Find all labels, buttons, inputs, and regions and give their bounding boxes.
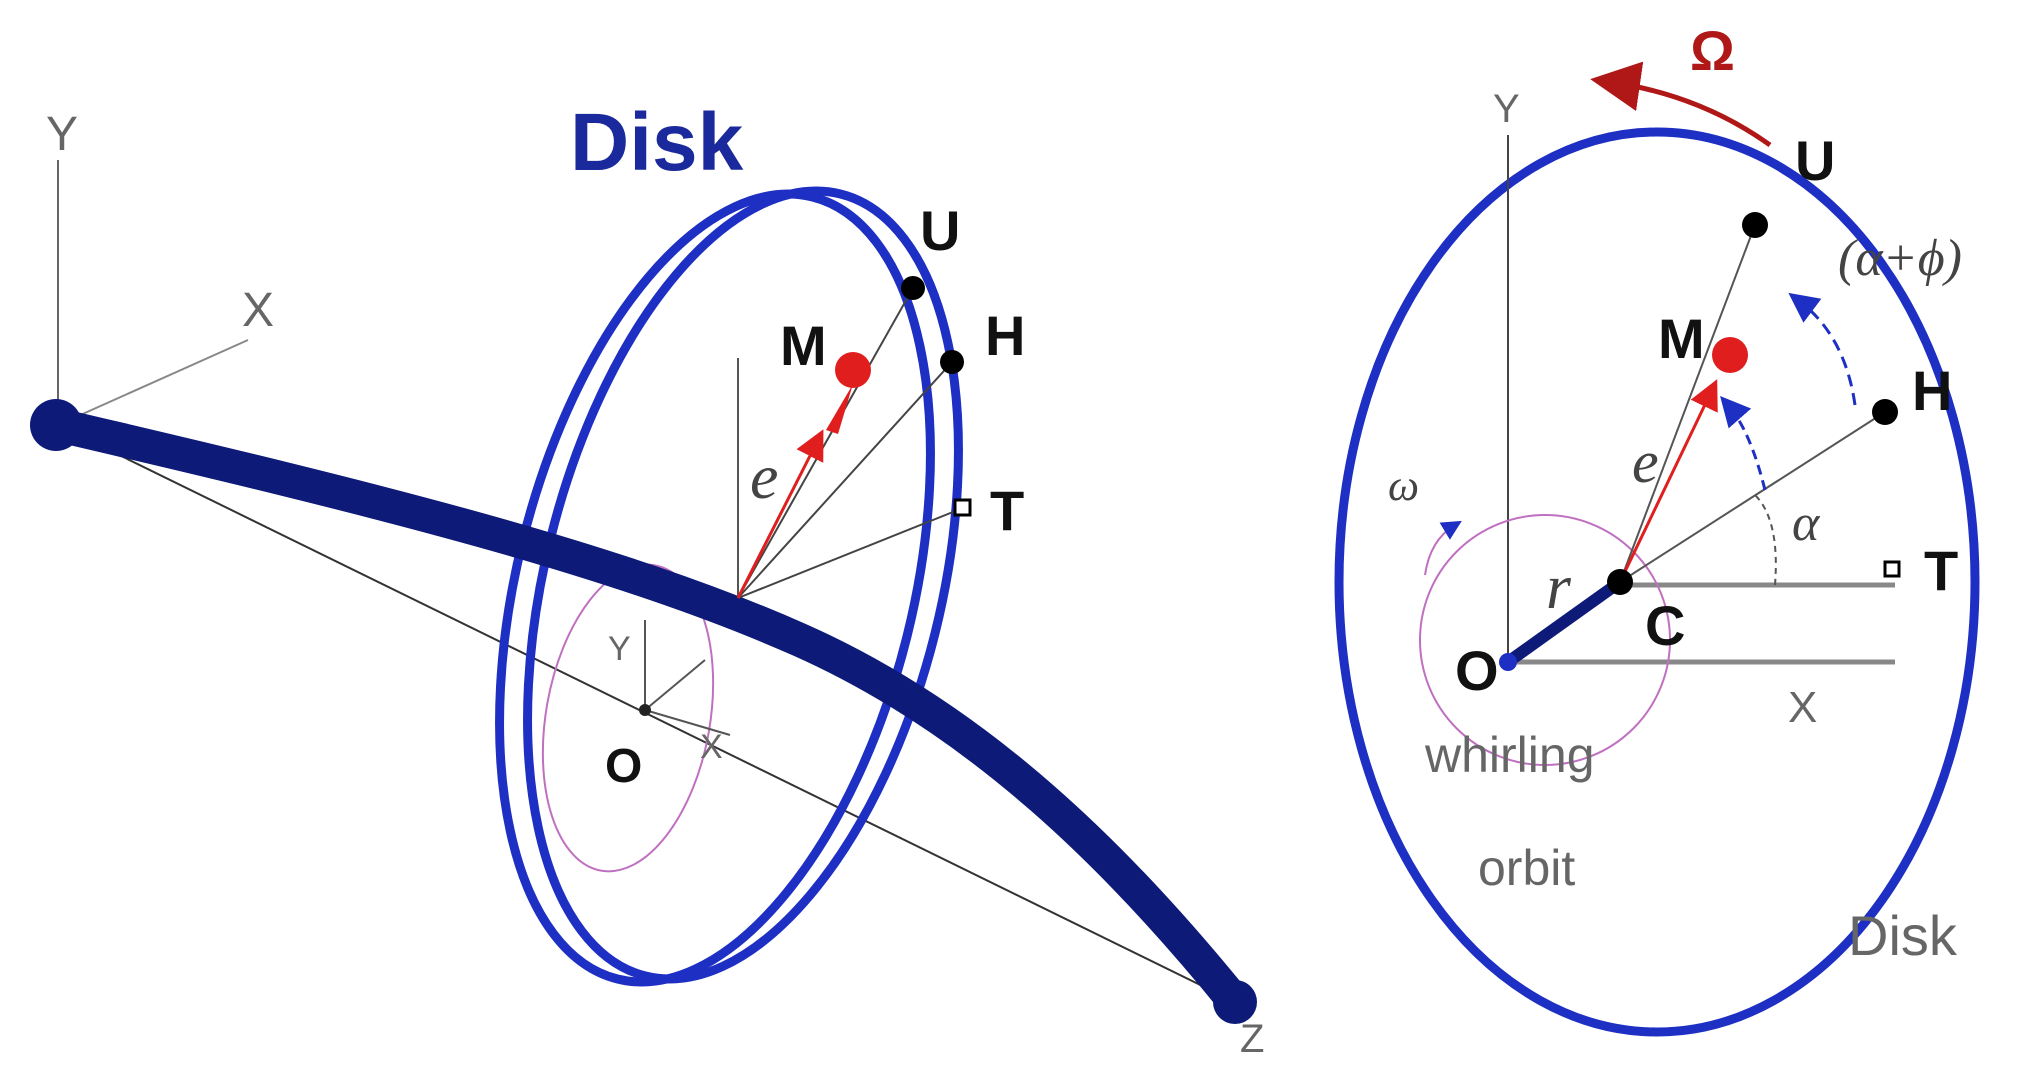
right-label-e: e bbox=[1632, 429, 1659, 495]
line-cu-right bbox=[1619, 224, 1756, 583]
right-disk-rim bbox=[1334, 127, 1980, 1037]
right-axis-y-label: Y bbox=[1493, 87, 1520, 131]
inner-diag bbox=[644, 709, 731, 736]
line-oc bbox=[1502, 576, 1626, 668]
right-label-h: H bbox=[1912, 359, 1952, 422]
line-ch-right bbox=[1619, 411, 1886, 583]
right-origin-dot bbox=[1499, 653, 1517, 671]
inner-x-label: X bbox=[700, 728, 723, 766]
left-disk-title: Disk bbox=[570, 97, 744, 188]
right-label-omega-small: ω bbox=[1388, 461, 1419, 510]
line-cu bbox=[737, 287, 914, 599]
right-eccentricity-arrow bbox=[1618, 379, 1718, 583]
shaft bbox=[41, 408, 1252, 1019]
line-ct bbox=[737, 507, 964, 599]
left-view: Y X Z Y X O Disk U H bbox=[30, 97, 1264, 1061]
orbit-label-whirling: whirling bbox=[1424, 727, 1595, 783]
omega-big-arrow bbox=[1590, 61, 1772, 148]
right-point-t bbox=[1883, 560, 1901, 578]
right-omega-big-label: Ω bbox=[1690, 19, 1735, 82]
phase-arc bbox=[1788, 292, 1857, 406]
right-axis-x-label: X bbox=[1788, 683, 1817, 732]
right-label-t: T bbox=[1924, 539, 1958, 602]
left-axis-y-label: Y bbox=[46, 108, 78, 161]
right-label-phase: (α+ϕ) bbox=[1838, 230, 1962, 287]
right-label-c: C bbox=[1645, 594, 1685, 657]
left-mass-m bbox=[835, 352, 871, 388]
shaft-end-left bbox=[30, 399, 82, 451]
left-eccentricity-arrow bbox=[736, 429, 824, 599]
left-label-t: T bbox=[990, 479, 1024, 542]
right-point-c bbox=[1607, 569, 1633, 595]
left-x-axis bbox=[57, 339, 249, 426]
right-view: Y X Ω U (α+ϕ) M H e α ω r C T bbox=[1334, 19, 1980, 1037]
left-label-h: H bbox=[985, 304, 1025, 367]
shaft-end-right bbox=[1213, 980, 1257, 1024]
alpha-arc-blue bbox=[1720, 395, 1767, 491]
left-point-h bbox=[940, 350, 964, 374]
left-point-t bbox=[953, 498, 972, 517]
right-point-u bbox=[1742, 212, 1768, 238]
omega-small-arrow bbox=[1424, 520, 1462, 576]
left-axis-x-label: X bbox=[242, 284, 274, 337]
left-axis-z-label: Z bbox=[1240, 1017, 1264, 1061]
right-label-alpha: α bbox=[1792, 495, 1821, 552]
inner-x-axis bbox=[644, 659, 706, 711]
right-mass-m bbox=[1712, 337, 1748, 373]
alpha-arc bbox=[1754, 494, 1777, 586]
left-point-u bbox=[901, 276, 925, 300]
right-label-m: M bbox=[1658, 307, 1705, 370]
right-point-h bbox=[1872, 399, 1898, 425]
left-origin-label: O bbox=[605, 740, 642, 793]
left-origin-dot bbox=[639, 704, 651, 716]
orbit-label-orbit: orbit bbox=[1478, 840, 1575, 896]
right-whirling-orbit bbox=[1419, 514, 1671, 766]
line-ch bbox=[737, 361, 953, 599]
right-origin-label: O bbox=[1455, 639, 1499, 702]
inner-y-label: Y bbox=[608, 630, 631, 668]
right-label-u: U bbox=[1795, 129, 1835, 192]
left-label-e: e bbox=[750, 441, 778, 512]
left-whirling-orbit bbox=[541, 563, 715, 873]
right-disk-label: Disk bbox=[1848, 904, 1958, 967]
right-label-r: r bbox=[1546, 551, 1572, 622]
left-mass-pin bbox=[826, 384, 853, 434]
left-label-u: U bbox=[920, 199, 960, 262]
left-label-m: M bbox=[780, 314, 827, 377]
